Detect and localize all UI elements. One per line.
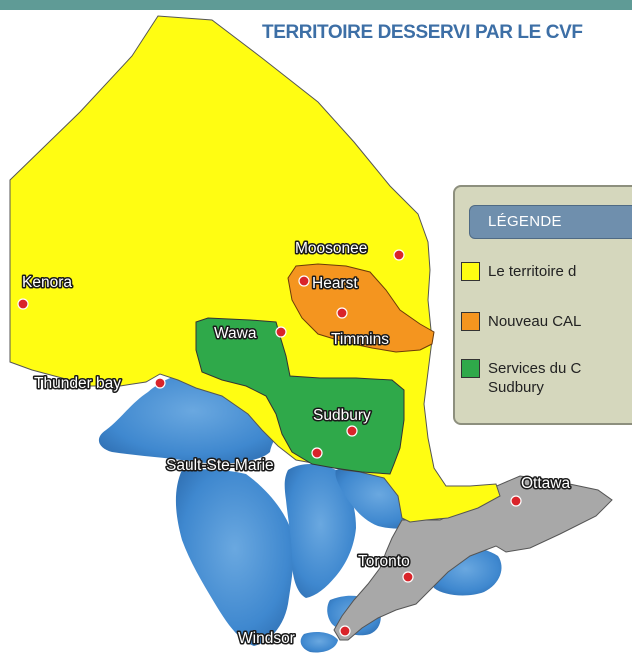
southern-ontario-region (333, 475, 613, 641)
legend-label-new-cal: Nouveau CAL (488, 313, 582, 330)
legend-swatch-territory (461, 262, 480, 281)
moosonee-marker (393, 249, 405, 261)
map-title: TERRITOIRE DESSERVI PAR LE CVF (262, 22, 583, 43)
wawa-label: Wawa (214, 325, 257, 342)
top-bar (0, 0, 632, 10)
sudbury-marker (346, 425, 358, 437)
kenora-marker (17, 298, 29, 310)
legend-label-territory: Le territoire d (488, 263, 577, 280)
legend-swatch-new-cal (461, 312, 480, 331)
windsor-marker (339, 625, 351, 637)
new-cal-region (287, 263, 435, 353)
moosonee-label: Moosonee (295, 240, 367, 257)
hearst-marker (298, 275, 310, 287)
legend-title: LÉGENDE (488, 213, 562, 230)
toronto-marker (402, 571, 414, 583)
legend-swatch-sudbury-services (461, 359, 480, 378)
sault-ste-marie-label: Sault-Ste-Marie (166, 457, 274, 474)
timmins-marker (336, 307, 348, 319)
legend-panel: LÉGENDE Le territoire d Nouveau CAL Serv… (453, 185, 632, 425)
timmins-label: Timmins (331, 331, 389, 348)
legend-label-sudbury-services: Services du C (488, 360, 582, 377)
sault-ste-marie-marker (311, 447, 323, 459)
sudbury-label: Sudbury (313, 407, 371, 424)
hearst-label: Hearst (312, 275, 358, 292)
kenora-label: Kenora (22, 274, 72, 291)
wawa-marker (275, 326, 287, 338)
ottawa-marker (510, 495, 522, 507)
legend-label-sudbury-services-line2: Sudbury (488, 379, 544, 396)
legend-item-sudbury-services: Services du C Sudbury (461, 359, 581, 397)
legend-title-box: LÉGENDE (469, 205, 632, 239)
ottawa-label: Ottawa (521, 475, 570, 492)
legend-item-territory: Le territoire d (461, 262, 576, 281)
thunder-bay-label: Thunder bay (34, 375, 121, 392)
legend-item-new-cal: Nouveau CAL (461, 312, 581, 331)
thunder-bay-marker (154, 377, 166, 389)
toronto-label: Toronto (358, 553, 410, 570)
windsor-label: Windsor (238, 630, 295, 647)
